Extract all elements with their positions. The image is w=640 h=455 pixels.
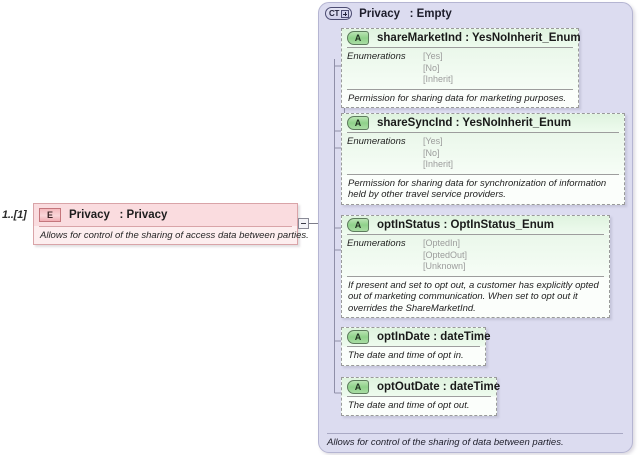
attribute-header: A optInDate : dateTime	[342, 328, 491, 346]
enum-value: [Inherit]	[423, 74, 454, 84]
enumerations-row: Enumerations [Yes] [No] [Inherit]	[342, 133, 624, 174]
enum-value: [OptedOut]	[423, 249, 468, 260]
enumerations-label: Enumerations	[347, 136, 406, 147]
enum-value: [Unknown]	[423, 261, 466, 271]
attribute-divider	[347, 234, 604, 235]
enum-value: [Yes]	[423, 136, 443, 146]
attribute-icon: A	[347, 330, 369, 344]
attribute-divider	[347, 132, 619, 133]
attribute-title: shareSyncInd : YesNoInherit_Enum	[377, 117, 572, 129]
attribute-icon: A	[347, 116, 369, 130]
attribute-title: optInStatus : OptInStatus_Enum	[377, 219, 554, 231]
complex-type-icon-label: CT	[329, 9, 340, 18]
attribute-documentation: Permission for sharing data for marketin…	[342, 89, 578, 107]
enumerations-label: Enumerations	[347, 51, 406, 62]
enumerations-label: Enumerations	[347, 238, 406, 249]
enum-value: [No]	[423, 147, 440, 158]
attribute-divider	[347, 275, 604, 277]
attribute-divider	[347, 173, 619, 175]
enum-value: [Yes]	[423, 51, 443, 61]
connector-line	[298, 223, 320, 224]
attribute-header: A shareSyncInd : YesNoInherit_Enum	[342, 114, 624, 132]
attribute-icon: A	[347, 380, 369, 394]
attribute-documentation: Permission for sharing data for synchron…	[342, 174, 624, 204]
attribute-divider	[347, 47, 573, 48]
element-divider	[39, 226, 292, 227]
attribute-divider	[347, 88, 573, 90]
enum-value: [OptedIn]	[423, 238, 461, 248]
plus-icon[interactable]	[341, 9, 350, 18]
attribute-icon: A	[347, 31, 369, 45]
enumerations-values: [OptedIn] [OptedOut] [Unknown]	[423, 238, 467, 273]
element-icon: E	[39, 208, 61, 222]
attribute-divider	[347, 396, 491, 397]
complex-type-divider	[327, 433, 623, 434]
attribute-header: A optInStatus : OptInStatus_Enum	[342, 216, 609, 234]
element-box-privacy[interactable]: E Privacy : Privacy Allows for control o…	[33, 203, 309, 245]
attribute-icon: A	[347, 218, 369, 232]
attribute-title: optInDate : dateTime	[377, 331, 491, 343]
attribute-documentation: The date and time of opt in.	[342, 347, 485, 365]
attribute-documentation: If present and set to opt out, a custome…	[342, 276, 609, 317]
element-header: E Privacy : Privacy	[34, 204, 297, 226]
attribute-header: A optOutDate : dateTime	[342, 378, 500, 396]
complex-type-expand-icon[interactable]: CT	[325, 7, 353, 20]
enumerations-values: [Yes] [No] [Inherit]	[423, 136, 453, 171]
enum-value: [Inherit]	[423, 159, 454, 169]
enumerations-row: Enumerations [OptedIn] [OptedOut] [Unkno…	[342, 235, 609, 276]
complex-type-title: Privacy : Empty	[359, 7, 452, 20]
occurrence-indicator: 1..[1]	[2, 209, 27, 221]
enumerations-values: [Yes] [No] [Inherit]	[423, 51, 453, 86]
attribute-box-optInStatus[interactable]: A optInStatus : OptInStatus_Enum Enumera…	[341, 215, 610, 318]
element-title: Privacy : Privacy	[69, 209, 168, 221]
enum-value: [No]	[423, 62, 440, 73]
attribute-documentation: The date and time of opt out.	[342, 397, 496, 415]
enumerations-row: Enumerations [Yes] [No] [Inherit]	[342, 48, 578, 89]
attribute-title: shareMarketInd : YesNoInherit_Enum	[377, 32, 581, 44]
attribute-header: A shareMarketInd : YesNoInherit_Enum	[342, 29, 581, 47]
attribute-box-shareSyncInd[interactable]: A shareSyncInd : YesNoInherit_Enum Enume…	[341, 113, 625, 205]
attribute-box-optInDate[interactable]: A optInDate : dateTime The date and time…	[341, 327, 491, 366]
element-documentation: Allows for control of the sharing of acc…	[40, 230, 309, 241]
attribute-box-shareMarketInd[interactable]: A shareMarketInd : YesNoInherit_Enum Enu…	[341, 28, 581, 108]
attribute-divider	[347, 346, 480, 347]
complex-type-header: CT Privacy : Empty	[325, 7, 452, 20]
attribute-box-optOutDate[interactable]: A optOutDate : dateTime The date and tim…	[341, 377, 500, 416]
complex-type-documentation: Allows for control of the sharing of dat…	[327, 437, 564, 448]
minus-collapse-icon[interactable]	[298, 218, 309, 229]
attribute-title: optOutDate : dateTime	[377, 381, 501, 393]
